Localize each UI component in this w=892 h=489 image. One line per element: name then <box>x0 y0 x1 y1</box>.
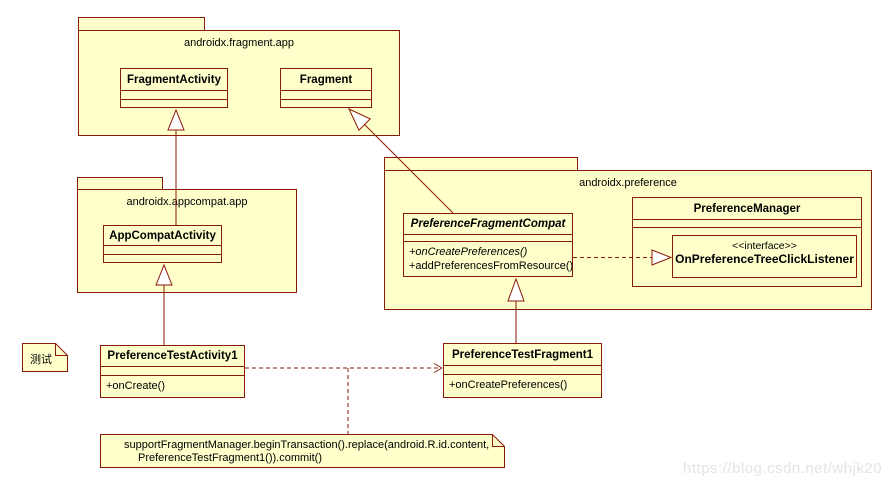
class-title: PreferenceTestActivity1 <box>101 346 244 367</box>
class-title: PreferenceFragmentCompat <box>404 214 572 235</box>
attributes-compartment <box>101 367 244 376</box>
class-title: FragmentActivity <box>121 69 227 91</box>
attributes-compartment <box>633 220 861 228</box>
note-code-line1: supportFragmentManager.beginTransaction(… <box>124 439 490 451</box>
methods-compartment: +onCreatePreferences() <box>444 375 601 397</box>
package-tab-preference <box>384 157 578 171</box>
methods-compartment <box>281 100 371 107</box>
note-text: 测试 <box>30 354 52 366</box>
dependency-testactivity-to-testfragment <box>245 363 443 373</box>
class-fragment: Fragment <box>280 68 372 108</box>
package-tab-fragment-app <box>78 17 205 31</box>
package-label-appcompat-app: androidx.appcompat.app <box>126 196 248 208</box>
methods-compartment <box>121 100 227 107</box>
note-test: 测试 <box>22 343 68 372</box>
attributes-compartment <box>121 91 227 100</box>
attributes-compartment <box>104 246 221 255</box>
note-shape <box>22 343 68 372</box>
class-title: PreferenceManager <box>633 198 861 220</box>
class-fragment-activity: FragmentActivity <box>120 68 228 108</box>
class-title: Fragment <box>281 69 371 91</box>
class-title: PreferenceTestFragment1 <box>444 344 601 366</box>
note-shape <box>100 434 505 468</box>
method-label: +onCreate() <box>106 380 166 392</box>
methods-compartment: +onCreate() <box>101 376 244 397</box>
methods-compartment: +onCreatePreferences() +addPreferencesFr… <box>404 242 574 276</box>
class-preference-fragment-compat: PreferenceFragmentCompat +onCreatePrefer… <box>403 213 573 277</box>
watermark: https://blog.csdn.net/whjk20 <box>683 460 883 477</box>
class-preference-test-fragment1: PreferenceTestFragment1 +onCreatePrefere… <box>443 343 602 398</box>
package-appcompat-app: androidx.appcompat.app <box>77 189 297 293</box>
method-label: +addPreferencesFromResource() <box>409 260 574 272</box>
attributes-compartment <box>404 235 572 242</box>
class-preference-test-activity1: PreferenceTestActivity1 +onCreate() <box>100 345 245 398</box>
open-arrow-icon <box>433 363 443 369</box>
class-title: AppCompatActivity <box>104 226 221 246</box>
note-code-line2: PreferenceTestFragment1()).commit() <box>138 452 322 464</box>
method-label: +onCreatePreferences() <box>409 246 528 258</box>
interface-name: OnPreferenceTreeClickListener <box>675 252 854 266</box>
package-label-fragment-app: androidx.fragment.app <box>183 37 295 49</box>
interface-stereotype: <<interface>> <box>732 240 797 252</box>
class-app-compat-activity: AppCompatActivity <box>103 225 222 263</box>
note-code: supportFragmentManager.beginTransaction(… <box>100 434 505 468</box>
interface-on-preference-tree-click-listener: <<interface>> OnPreferenceTreeClickListe… <box>672 235 857 278</box>
methods-compartment <box>104 255 221 262</box>
package-label-preference: androidx.preference <box>579 177 677 189</box>
method-label: +onCreatePreferences() <box>449 379 568 391</box>
attributes-compartment <box>281 91 371 100</box>
open-arrow-icon <box>433 367 443 373</box>
attributes-compartment <box>444 366 601 375</box>
